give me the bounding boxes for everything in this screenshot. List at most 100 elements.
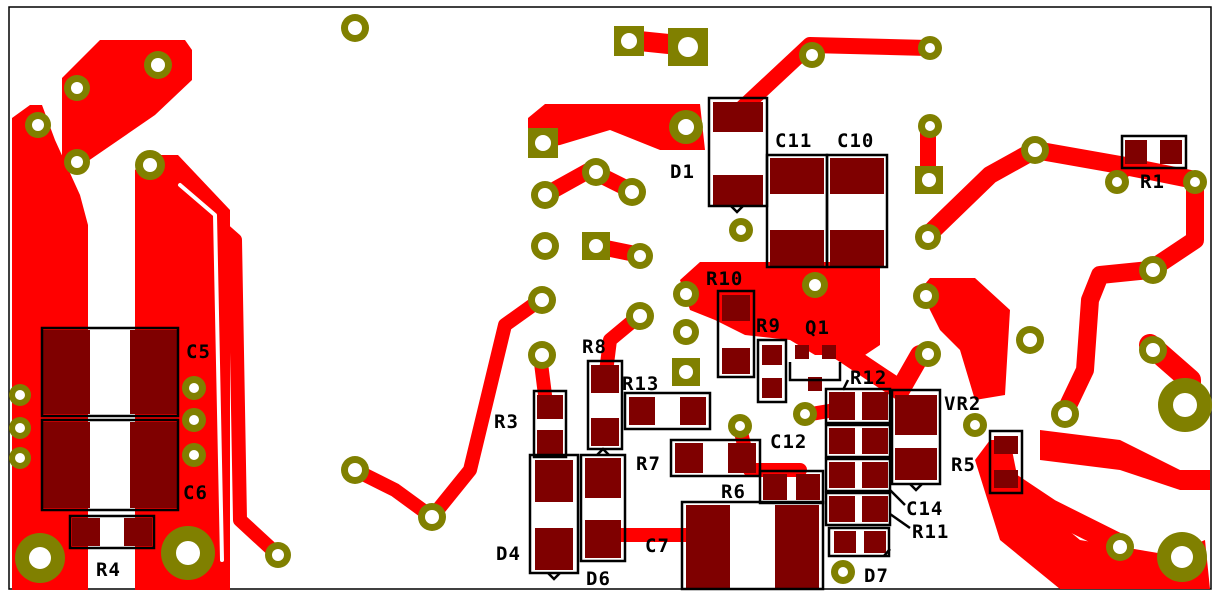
via bbox=[531, 232, 559, 260]
leader-R11 bbox=[889, 512, 911, 530]
label-C5: C5 bbox=[186, 341, 211, 363]
label-C12: C12 bbox=[770, 431, 807, 453]
via bbox=[669, 110, 703, 144]
component-D4 bbox=[528, 453, 580, 581]
copper-lower-right bbox=[975, 440, 1210, 589]
via bbox=[618, 178, 646, 206]
copper-right-pour bbox=[920, 278, 1010, 400]
via bbox=[135, 150, 165, 180]
label-C11: C11 bbox=[775, 130, 812, 152]
via bbox=[9, 384, 31, 406]
trace-left-isolation bbox=[178, 183, 224, 562]
via bbox=[528, 341, 556, 369]
label-R12: R12 bbox=[850, 367, 887, 389]
via bbox=[1139, 336, 1167, 364]
component-C14 bbox=[824, 457, 892, 493]
via bbox=[1016, 326, 1044, 354]
via bbox=[668, 28, 708, 66]
via bbox=[265, 542, 291, 568]
label-R11: R11 bbox=[912, 521, 949, 543]
trace-lower-left bbox=[348, 293, 547, 524]
via bbox=[626, 302, 654, 330]
via bbox=[673, 319, 699, 345]
label-R10: R10 bbox=[706, 268, 743, 290]
via bbox=[9, 447, 31, 469]
component-R4 bbox=[68, 514, 156, 550]
label-VR2: VR2 bbox=[944, 393, 981, 415]
via bbox=[913, 283, 939, 309]
component-R11 bbox=[824, 491, 892, 527]
via bbox=[9, 417, 31, 439]
leader-R12 bbox=[841, 379, 850, 391]
label-R1: R1 bbox=[1140, 171, 1165, 193]
via bbox=[528, 286, 556, 314]
via bbox=[1157, 532, 1207, 582]
via bbox=[25, 112, 51, 138]
via bbox=[582, 158, 610, 186]
label-R8: R8 bbox=[582, 336, 607, 358]
label-R6: R6 bbox=[721, 481, 746, 503]
copper-central-pour bbox=[680, 262, 880, 355]
component-R13 bbox=[623, 391, 712, 431]
via bbox=[64, 149, 90, 175]
via bbox=[627, 243, 653, 269]
label-R5: R5 bbox=[951, 454, 976, 476]
copper-top-middle bbox=[528, 104, 705, 150]
via bbox=[341, 14, 369, 42]
via bbox=[1021, 136, 1049, 164]
component-D1 bbox=[707, 96, 769, 214]
via bbox=[673, 281, 699, 307]
via bbox=[963, 413, 987, 437]
component-C6 bbox=[40, 418, 180, 512]
label-C7: C7 bbox=[645, 535, 670, 557]
via bbox=[182, 443, 206, 467]
via bbox=[729, 218, 753, 242]
via bbox=[182, 408, 206, 432]
trace-right-arc bbox=[919, 141, 1204, 421]
via bbox=[672, 358, 700, 386]
silkscreen-labels: C5 C6 R4 D1 C11 C10 R1 R10 R9 Q1 R8 R13 … bbox=[96, 130, 1165, 590]
component-R12 bbox=[824, 387, 892, 425]
via bbox=[802, 272, 828, 298]
via bbox=[1105, 170, 1129, 194]
via bbox=[793, 402, 817, 426]
component-C10 bbox=[825, 153, 889, 269]
via bbox=[1158, 378, 1212, 432]
component-R3 bbox=[532, 389, 568, 459]
label-C6: C6 bbox=[183, 482, 208, 504]
label-C14: C14 bbox=[906, 498, 943, 520]
via bbox=[915, 224, 941, 250]
via bbox=[728, 414, 752, 438]
component-R9 bbox=[756, 338, 788, 404]
component-R7 bbox=[669, 438, 762, 478]
via bbox=[528, 128, 558, 158]
label-R13: R13 bbox=[622, 373, 659, 395]
via bbox=[1139, 256, 1167, 284]
component-C11 bbox=[765, 153, 829, 269]
label-D6: D6 bbox=[586, 568, 611, 590]
component-VR2 bbox=[890, 388, 942, 492]
component-R6 bbox=[758, 469, 825, 505]
label-C10: C10 bbox=[837, 130, 874, 152]
component-C5 bbox=[40, 326, 180, 418]
label-D4: D4 bbox=[496, 543, 521, 565]
via bbox=[918, 36, 942, 60]
via bbox=[1183, 170, 1207, 194]
component-C7 bbox=[680, 500, 825, 591]
component-C12 bbox=[824, 423, 892, 459]
via bbox=[64, 75, 90, 101]
via-layer bbox=[9, 14, 1212, 584]
label-R3: R3 bbox=[494, 411, 519, 433]
via bbox=[918, 114, 942, 138]
label-Q1: Q1 bbox=[805, 317, 830, 339]
label-D7: D7 bbox=[864, 565, 889, 587]
leader-C14 bbox=[889, 489, 906, 506]
via bbox=[614, 26, 644, 56]
via bbox=[182, 376, 206, 400]
via bbox=[161, 526, 215, 580]
via bbox=[831, 560, 855, 584]
label-R4: R4 bbox=[96, 559, 121, 581]
via bbox=[144, 51, 172, 79]
copper-right-angle bbox=[1040, 430, 1210, 490]
